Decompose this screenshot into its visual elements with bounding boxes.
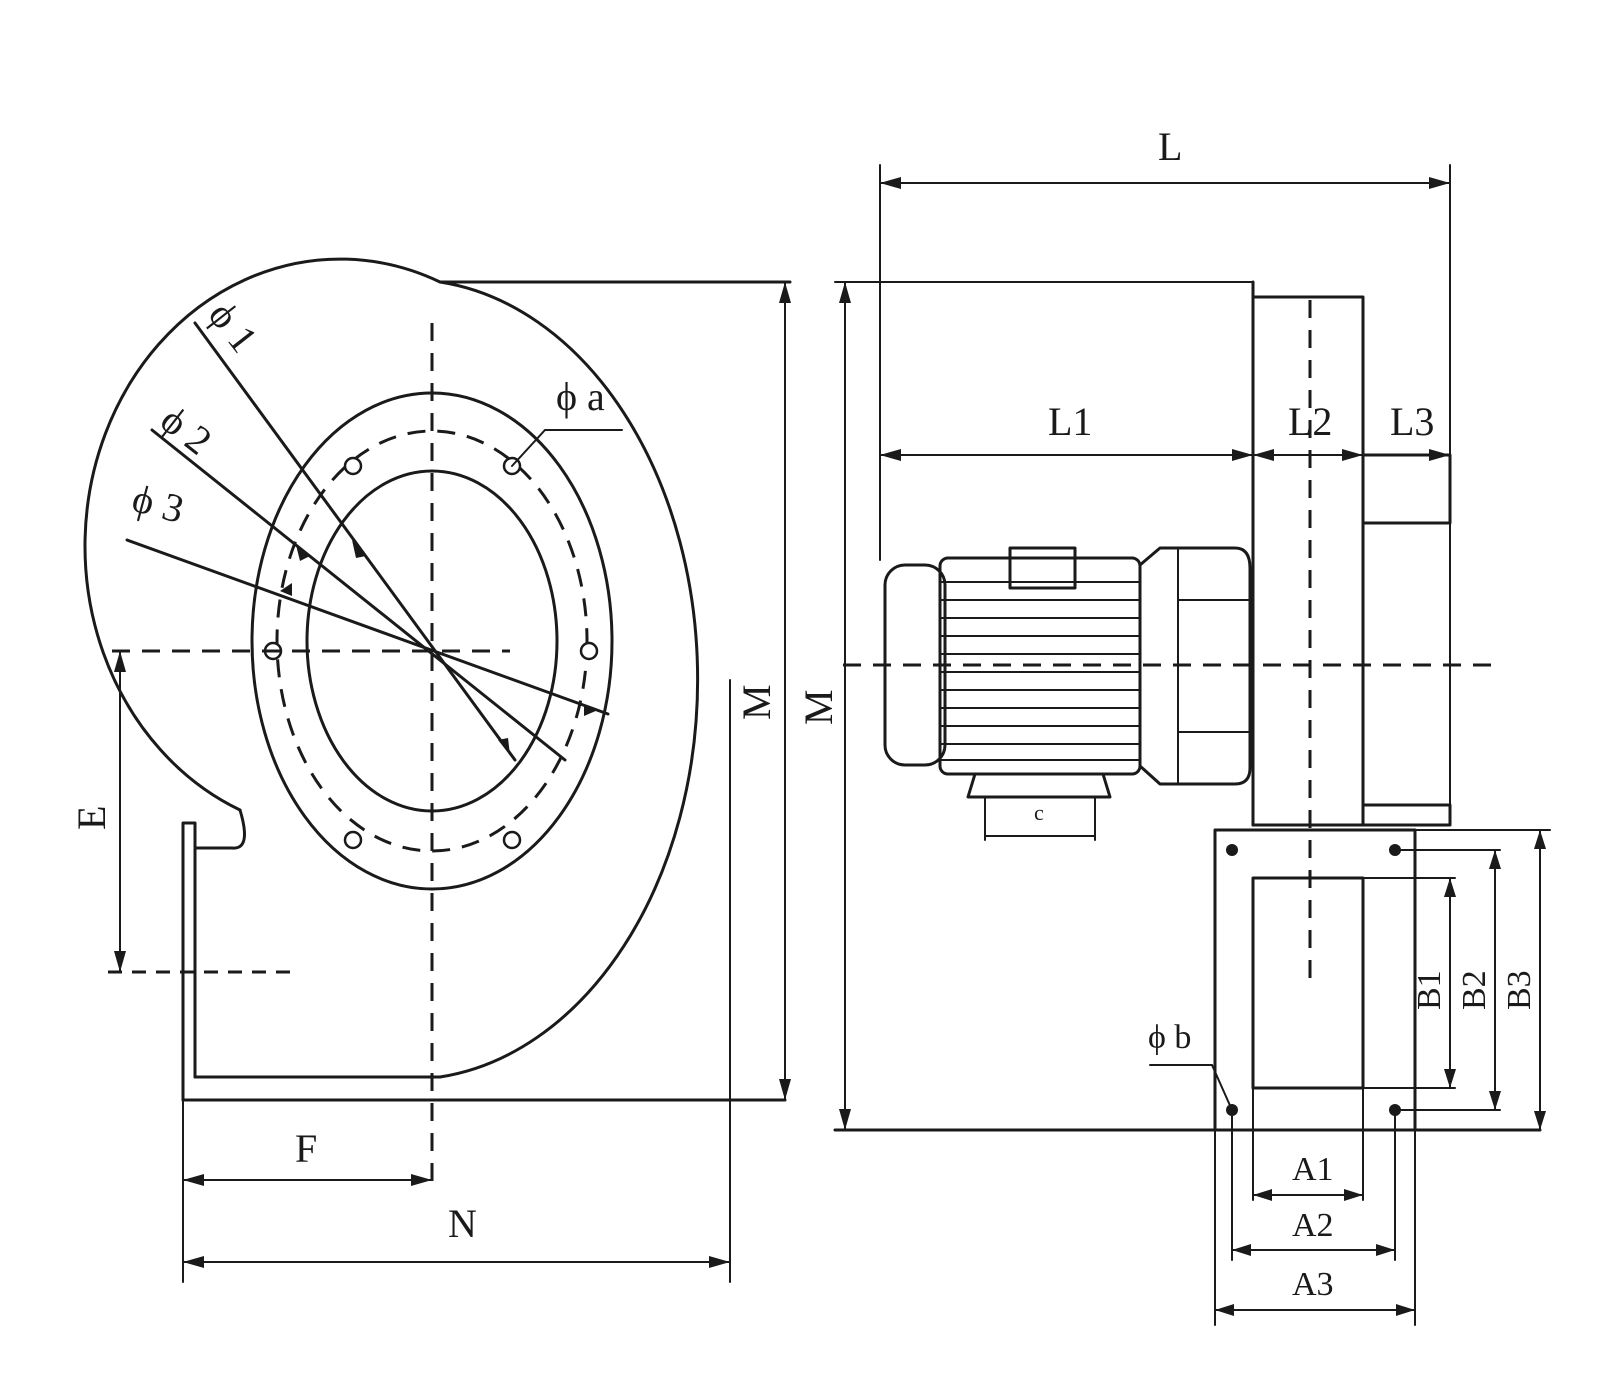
bolt-hole	[343, 456, 363, 476]
arrowhead	[183, 1174, 204, 1186]
arrowhead	[1444, 1069, 1456, 1088]
bolt-hole	[343, 830, 363, 850]
front-view: ϕ 1 ϕ 2 ϕ 3 ϕ a E F N M	[69, 257, 792, 1283]
label-a3: A3	[1292, 1266, 1334, 1303]
arrowhead	[709, 1256, 730, 1268]
arrowhead	[296, 545, 310, 561]
arrowhead	[1444, 878, 1456, 897]
outlet-opening	[1251, 876, 1365, 1090]
label-b3: B3	[1501, 970, 1538, 1010]
arrowhead	[1489, 850, 1501, 869]
label-l: L	[1158, 124, 1182, 169]
bearing-housing	[1251, 295, 1365, 827]
arrowhead	[114, 651, 126, 672]
label-phi1: ϕ 1	[200, 293, 267, 361]
arrowhead	[1489, 1091, 1501, 1110]
label-phi3: ϕ 3	[128, 475, 189, 532]
label-b1: B1	[1411, 970, 1448, 1010]
arrowhead	[880, 177, 901, 189]
arrowhead	[1253, 449, 1274, 461]
phia-leader	[511, 429, 623, 467]
arrowhead	[1344, 1189, 1363, 1201]
arrowhead	[880, 449, 901, 461]
side-view: M L L1 L2 L3 c ϕ b A1 A2 A3 B1 B2 B3	[796, 124, 1551, 1326]
shaft-guard-upper	[1361, 453, 1452, 525]
arrowhead	[779, 282, 791, 303]
label-phi2: ϕ 2	[152, 397, 220, 464]
label-l2: L2	[1288, 399, 1332, 444]
arrowhead	[1534, 1111, 1546, 1130]
bolt-circle	[275, 429, 589, 853]
arrowhead	[839, 282, 851, 303]
label-phia: ϕ a	[556, 374, 605, 419]
arrowhead	[1429, 177, 1450, 189]
label-f: F	[295, 1126, 317, 1171]
arrowhead	[352, 540, 366, 558]
label-m-left: M	[734, 684, 779, 720]
outlet-flange	[1149, 828, 1551, 1326]
motor-flange	[1138, 546, 1252, 786]
label-phib: ϕ b	[1148, 1019, 1191, 1056]
arrowhead	[1342, 449, 1363, 461]
phib-leader	[1149, 1064, 1233, 1111]
label-l3: L3	[1390, 399, 1434, 444]
arrowhead	[1232, 1244, 1251, 1256]
phi1-leader	[193, 321, 517, 762]
housing-cutoff	[181, 808, 246, 1079]
flange-bolt-dot	[1389, 844, 1401, 856]
shaft-guard-lower	[1361, 803, 1452, 827]
label-c: c	[1034, 800, 1044, 825]
bolt-hole	[502, 830, 522, 850]
arrowhead	[1215, 1304, 1234, 1316]
phi2-leader	[150, 428, 567, 762]
bolt-hole	[579, 641, 599, 661]
terminal-box	[1008, 546, 1077, 590]
flange-bolt-dot	[1226, 844, 1238, 856]
arrowhead	[839, 1109, 851, 1130]
flange-bolt-holes	[263, 456, 599, 850]
label-a1: A1	[1292, 1151, 1334, 1188]
arrowhead	[1396, 1304, 1415, 1316]
arrowhead	[1253, 1189, 1272, 1201]
arrowhead	[1534, 830, 1546, 849]
arrowhead	[183, 1256, 204, 1268]
motor	[883, 546, 1252, 841]
phi3-leader	[125, 538, 610, 716]
arrowhead	[1376, 1244, 1395, 1256]
label-e: E	[69, 806, 114, 830]
arrowhead	[1232, 449, 1253, 461]
motor-feet	[966, 772, 1112, 799]
arrowhead	[498, 738, 510, 755]
outlet-flange-plate	[1213, 828, 1417, 1132]
label-a2: A2	[1292, 1207, 1334, 1244]
cooling-fins	[939, 581, 1141, 761]
arrowhead	[411, 1174, 432, 1186]
scroll-housing-outline	[83, 257, 700, 1079]
arrowhead	[280, 583, 292, 596]
label-n: N	[448, 1201, 477, 1246]
label-b2: B2	[1456, 970, 1493, 1010]
label-m-right: M	[796, 689, 841, 725]
arrowhead	[114, 951, 126, 972]
label-l1: L1	[1048, 399, 1092, 444]
arrowhead	[584, 704, 598, 716]
arrowhead	[779, 1079, 791, 1100]
